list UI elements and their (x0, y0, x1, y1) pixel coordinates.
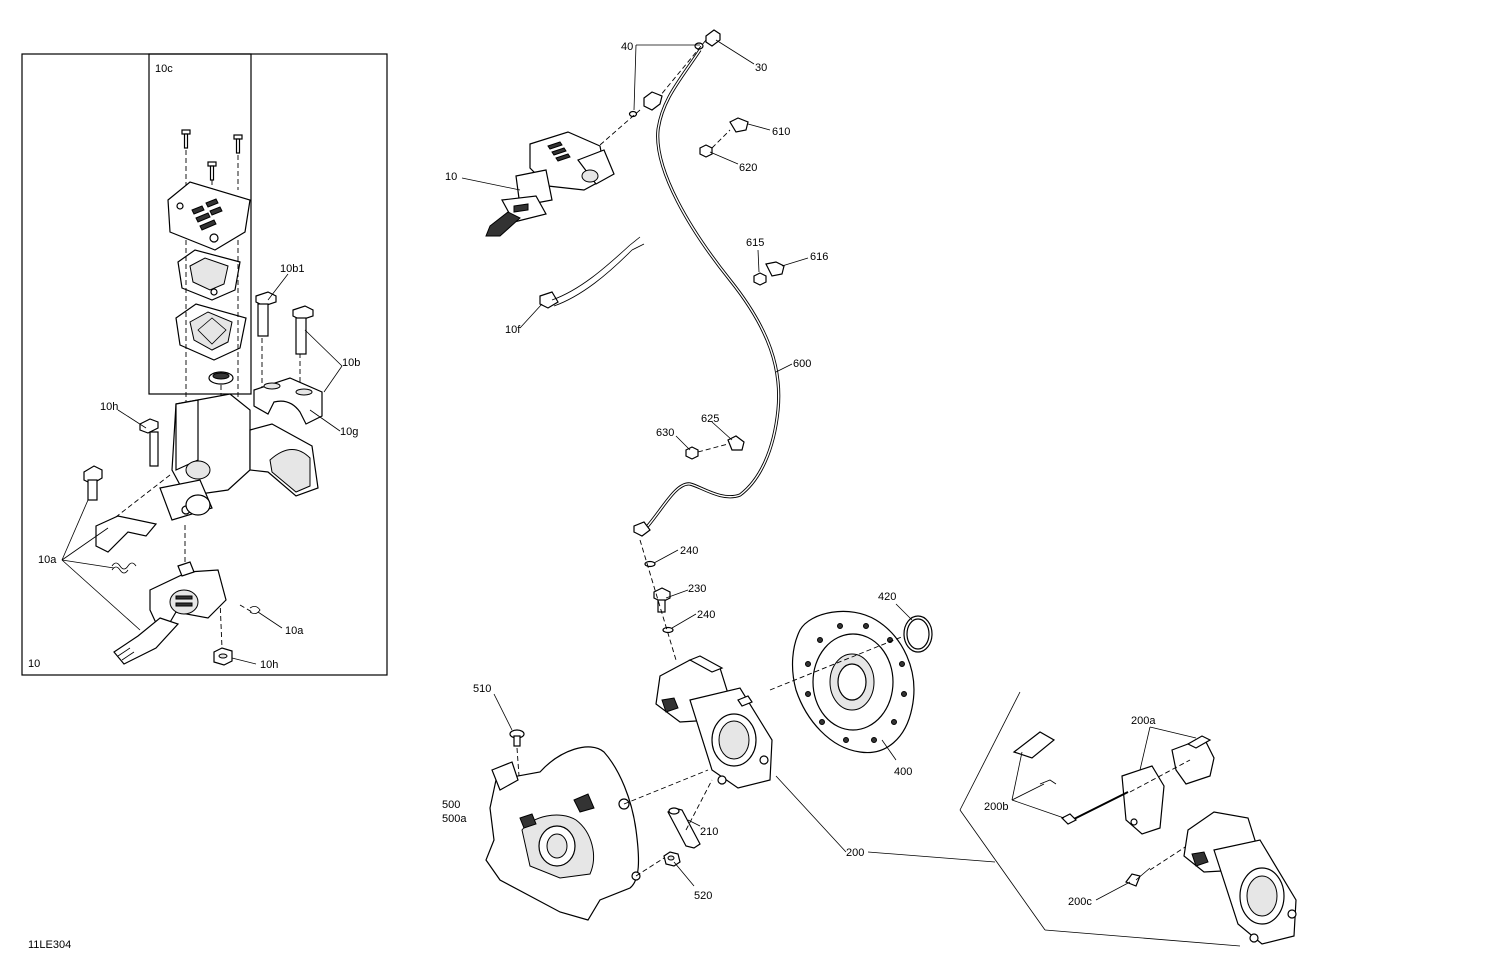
leader-240-bottom (671, 613, 697, 629)
guide-guard-bottom (635, 857, 665, 877)
brake-pad-200a-left (1121, 765, 1165, 835)
diaphragm (175, 303, 247, 361)
label-200c: 200c (1068, 896, 1092, 908)
hose-clip-610 (729, 117, 749, 133)
label-10a-left: 10a (38, 554, 57, 566)
main-leader-lines-lower (493, 603, 913, 887)
nut-615 (753, 272, 767, 286)
nut-630 (685, 446, 699, 460)
brake-hose-600 (633, 49, 781, 537)
leader-240-top (653, 549, 679, 564)
master-cylinder-body (159, 393, 319, 521)
label-500: 500 (442, 799, 460, 811)
label-10h-bottom: 10h (260, 659, 278, 671)
label-615: 615 (746, 237, 764, 249)
screw-510 (509, 729, 525, 747)
label-200: 200 (846, 847, 864, 859)
washer-240-bottom (662, 626, 674, 634)
label-200a: 200a (1131, 715, 1156, 727)
clamp-bolt-10b (292, 305, 314, 355)
detail-leader-lines (1011, 726, 1197, 901)
label-10h-top: 10h (100, 401, 118, 413)
label-616: 616 (810, 251, 828, 263)
main-leader-lines (461, 39, 809, 451)
brake-lever-assembly (113, 561, 227, 665)
label-10-box: 10 (28, 658, 40, 670)
guide-guard-top (623, 769, 709, 805)
nut-10h (213, 647, 233, 666)
label-10b1: 10b1 (280, 263, 304, 275)
label-10a-right: 10a (285, 625, 304, 637)
guide-625 (697, 443, 729, 453)
lever-bracket-10a (95, 515, 158, 553)
inset-leader-lines (61, 273, 343, 665)
clip-10a (249, 606, 261, 614)
lever-screw-10a (83, 465, 103, 501)
nut-520 (663, 851, 681, 867)
label-610: 610 (772, 126, 790, 138)
label-630: 630 (656, 427, 674, 439)
label-10g: 10g (340, 426, 358, 438)
label-230: 230 (688, 583, 706, 595)
reservoir-cover (167, 181, 251, 251)
caliper-detail-bracket (775, 691, 1241, 947)
caliper-pin-210 (667, 807, 701, 849)
washer-240-top (644, 560, 656, 568)
bleeder-200c (1125, 867, 1151, 887)
pad-pin-200b (1060, 791, 1129, 825)
label-10b: 10b (342, 357, 360, 369)
brake-pad-200a-right (1171, 735, 1215, 785)
caliper-guard-500 (485, 746, 641, 921)
cover-plate (177, 249, 241, 301)
pad-spring-200b (1012, 731, 1057, 785)
o-ring-420 (903, 615, 933, 653)
guide-30 (659, 39, 707, 97)
label-10f: 10f (505, 324, 521, 336)
label-625: 625 (701, 413, 719, 425)
guide-pad-pin (1129, 759, 1191, 793)
label-30: 30 (755, 62, 767, 74)
inset-detail-frame (21, 53, 388, 676)
figure-code: 11LE304 (28, 939, 71, 951)
master-cylinder-assembly (485, 131, 615, 237)
label-200b: 200b (984, 801, 1008, 813)
label-10c: 10c (155, 63, 173, 75)
leader-230 (665, 589, 689, 599)
label-240-top: 240 (680, 545, 698, 557)
guide-40 (599, 109, 641, 146)
banjo-fitting-30 (705, 29, 721, 47)
pivot-bolt-10h (139, 418, 159, 467)
label-600: 600 (793, 358, 811, 370)
label-620: 620 (739, 162, 757, 174)
brake-switch-10f (539, 236, 645, 309)
banjo-bolt-40 (643, 91, 663, 111)
label-10: 10 (445, 171, 457, 183)
guide-pin (685, 779, 713, 831)
label-510: 510 (473, 683, 491, 695)
brake-caliper-200 (655, 655, 773, 789)
guide-disc (769, 635, 905, 691)
handlebar-clamp (253, 377, 323, 425)
label-210: 210 (700, 826, 718, 838)
caliper-body-200 (1183, 811, 1297, 945)
reservoir-seal (208, 371, 234, 385)
label-420: 420 (878, 591, 896, 603)
label-520: 520 (694, 890, 712, 902)
banjo-bolt-230 (653, 587, 671, 613)
hose-clip-616 (765, 261, 785, 277)
clamp-bolt-10b1 (255, 291, 277, 337)
brake-disc-400 (791, 610, 915, 754)
return-spring-10a (111, 562, 137, 574)
guide-230 (639, 539, 677, 661)
label-240-bottom: 240 (697, 609, 715, 621)
guide-bleeder (1149, 839, 1197, 871)
label-400: 400 (894, 766, 912, 778)
label-500a: 500a (442, 813, 467, 825)
nut-620 (699, 144, 713, 158)
label-40: 40 (621, 41, 633, 53)
guide-610 (711, 129, 731, 149)
cover-screw-group (181, 129, 243, 200)
